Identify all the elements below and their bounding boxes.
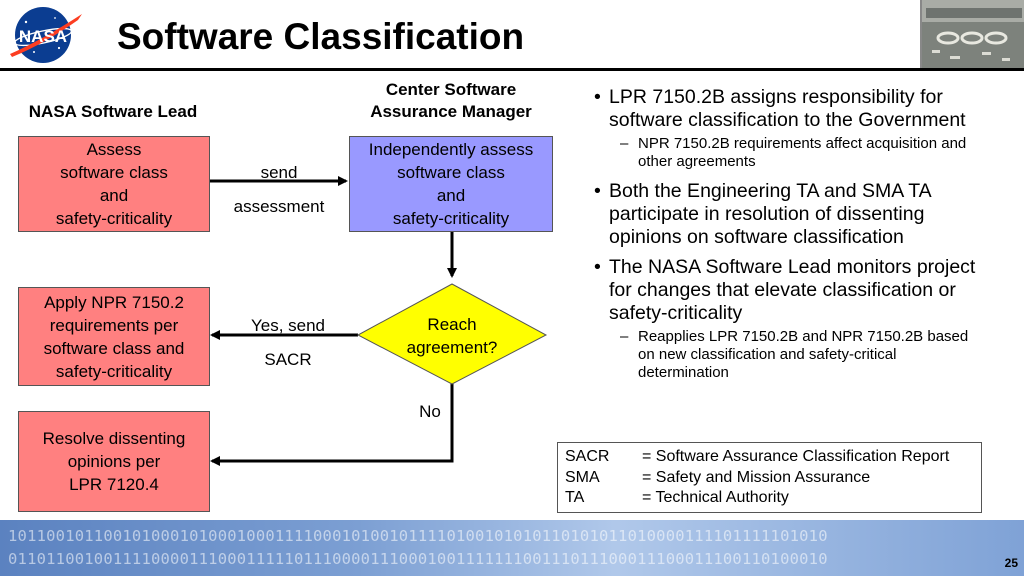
box-line: software class xyxy=(397,163,505,182)
box-line: safety-criticality xyxy=(55,209,173,228)
bullet-list: LPR 7150.2B assigns responsibility for s… xyxy=(590,86,985,391)
arrow-label-line: send xyxy=(260,163,298,182)
binary-text: 1011001011001010001010001000111100010100… xyxy=(8,527,828,545)
page-number: 25 xyxy=(1004,556,1018,570)
legend-definition: = Technical Authority xyxy=(642,489,789,506)
arrow-label-line: SACR xyxy=(264,350,312,369)
decision-line: Reach xyxy=(427,315,477,334)
box-line: Apply NPR 7150.2 xyxy=(44,292,184,312)
binary-footer-band: 1011001011001010001010001000111100010100… xyxy=(0,520,1024,576)
box-line: opinions per xyxy=(67,452,161,471)
legend-abbr: SACR xyxy=(565,448,610,465)
box-line: software class and xyxy=(43,338,185,358)
box-line: Independently assess xyxy=(368,140,534,159)
legend-definition: = Safety and Mission Assurance xyxy=(642,468,871,486)
apply-npr-box: Apply NPR 7150.2 requirements per softwa… xyxy=(18,287,210,386)
resolve-dissent-box: Resolve dissenting opinions per LPR 7120… xyxy=(18,411,210,512)
legend-row: TA = Technical Authority xyxy=(565,488,974,509)
bullet-item: Both the Engineering TA and SMA TA parti… xyxy=(590,180,985,249)
sub-bullet-item: NPR 7150.2B requirements affect acquisit… xyxy=(590,135,985,171)
send-assessment-label: send assessment xyxy=(224,156,334,224)
box-line: Assess xyxy=(86,140,142,159)
bullet-item: LPR 7150.2B assigns responsibility for s… xyxy=(590,86,985,132)
legend-abbr: TA xyxy=(565,489,585,506)
box-line: and xyxy=(436,186,466,205)
box-line: safety-criticality xyxy=(55,361,173,381)
page-title: Software Classification xyxy=(117,16,525,57)
right-lane-title: Center Software Assurance Manager xyxy=(350,79,552,123)
decision-label: Reach agreement? xyxy=(386,313,518,359)
box-line: Resolve dissenting xyxy=(42,429,186,448)
facility-photo-icon xyxy=(922,0,1024,70)
box-line: safety-criticality xyxy=(392,209,510,228)
acronym-legend: SACR = Software Assurance Classification… xyxy=(557,442,982,513)
no-label: No xyxy=(419,402,441,421)
box-line: LPR 7120.4 xyxy=(69,475,159,494)
facility-photo xyxy=(920,0,1024,70)
title-divider xyxy=(0,68,1024,71)
legend-row: SMA = Safety and Mission Assurance xyxy=(565,468,974,489)
decision-line: agreement? xyxy=(406,338,498,357)
legend-definition: = Software Assurance Classification Repo… xyxy=(642,448,950,465)
legend-row: SACR = Software Assurance Classification… xyxy=(565,447,974,468)
yes-send-sacr-label: Yes, send SACR xyxy=(232,309,344,377)
left-lane-title: NASA Software Lead xyxy=(28,102,198,121)
binary-text: 0110110010011110000111000111110111000011… xyxy=(8,550,828,568)
sub-bullet-item: Reapplies LPR 7150.2B and NPR 7150.2B ba… xyxy=(590,328,985,382)
box-line: and xyxy=(99,186,129,205)
box-line: software class xyxy=(60,163,168,182)
independent-assess-box: Independently assess software class and … xyxy=(349,136,553,232)
right-lane-title-line: Assurance Manager xyxy=(370,102,532,121)
legend-abbr: SMA xyxy=(565,468,600,486)
right-lane-title-line: Center Software xyxy=(385,80,517,99)
nasa-logo: NASA xyxy=(4,4,86,66)
arrow-label-line: Yes, send xyxy=(250,316,326,335)
arrow-label-line: assessment xyxy=(233,197,325,216)
box-line: requirements per xyxy=(49,315,179,335)
bullet-item: The NASA Software Lead monitors project … xyxy=(590,256,985,325)
nasa-logo-text: NASA xyxy=(19,27,67,46)
nasa-meatball-icon: NASA xyxy=(10,7,82,63)
assess-box: Assess software class and safety-critica… xyxy=(18,136,210,232)
